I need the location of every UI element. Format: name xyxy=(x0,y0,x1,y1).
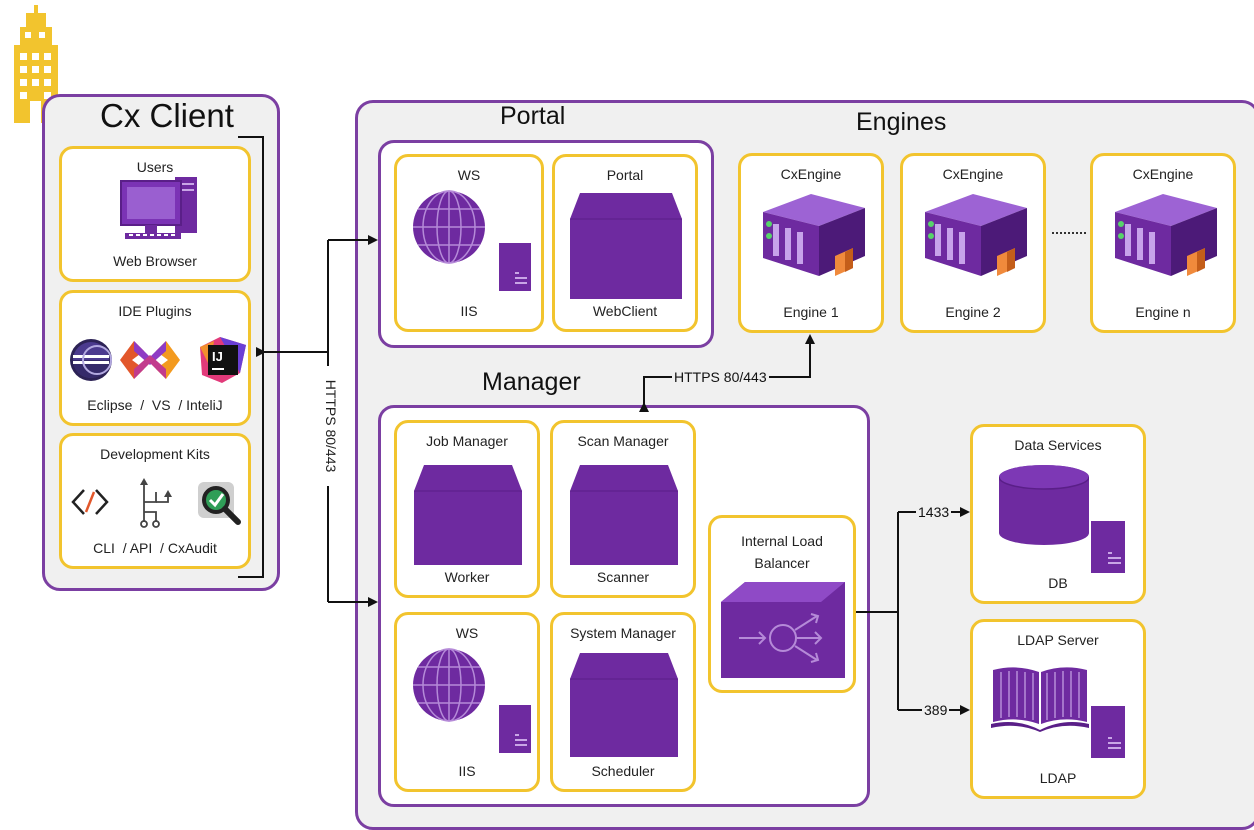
rack-server-icon xyxy=(1101,190,1231,280)
svg-text:IJ: IJ xyxy=(212,349,223,364)
engine-1-caption: Engine 1 xyxy=(783,304,839,320)
users-card: Users Web Browser xyxy=(59,146,251,282)
engines-ellipsis xyxy=(1052,232,1086,234)
client-https-text: HTTPS 80/443 xyxy=(323,366,339,486)
engine-n-title: CxEngine xyxy=(1132,166,1194,182)
server-tower-icon xyxy=(499,243,531,291)
engines-title: Engines xyxy=(856,108,947,136)
users-caption: Web Browser xyxy=(113,253,197,269)
manager-title: Manager xyxy=(482,368,581,396)
db-port-label: 1433 xyxy=(916,504,952,520)
manager-ws-card: WS IIS xyxy=(394,612,540,792)
eclipse-icon xyxy=(68,337,114,383)
engine-card-2: CxEngine Engine 2 xyxy=(900,153,1046,333)
portal-title: Portal xyxy=(500,102,566,130)
ide-plugins-caption: Eclipse / VS / InteliJ xyxy=(87,397,223,413)
manager-ws-title: WS xyxy=(455,625,479,641)
engine-n-caption: Engine n xyxy=(1135,304,1191,320)
api-tree-icon xyxy=(134,478,178,528)
load-balancer-title: Internal Load Balancer xyxy=(741,533,823,571)
portal-ws-caption: IIS xyxy=(460,303,478,319)
cx-client-title: Cx Client xyxy=(96,97,238,135)
manager-ws-caption: IIS xyxy=(458,763,476,779)
engine-1-title: CxEngine xyxy=(780,166,842,182)
engine-card-n: CxEngine Engine n xyxy=(1090,153,1236,333)
engine-https-label: HTTPS 80/443 xyxy=(672,369,769,385)
server-tower-icon xyxy=(1091,521,1125,573)
server-tower-icon xyxy=(499,705,531,753)
engine-2-title: CxEngine xyxy=(942,166,1004,182)
system-manager-title: System Manager xyxy=(570,625,676,641)
rack-server-icon xyxy=(911,190,1041,280)
server-box-icon xyxy=(570,193,682,299)
users-title: Users xyxy=(136,159,174,175)
intellij-icon: IJ xyxy=(200,337,246,383)
portal-web-card: Portal WebClient xyxy=(552,154,698,332)
portal-web-title: Portal xyxy=(606,167,644,183)
server-tower-icon xyxy=(1091,706,1125,758)
visual-studio-icon xyxy=(118,337,182,383)
job-manager-title: Job Manager xyxy=(426,433,508,449)
scan-manager-card: Scan Manager Scanner xyxy=(550,420,696,598)
globe-icon xyxy=(411,189,487,265)
scan-manager-caption: Scanner xyxy=(596,569,650,585)
cxaudit-icon xyxy=(196,480,244,526)
book-icon xyxy=(991,664,1089,732)
system-manager-card: System Manager Scheduler xyxy=(550,612,696,792)
portal-web-caption: WebClient xyxy=(592,303,658,319)
cli-code-icon xyxy=(70,484,110,520)
load-balancer-icon xyxy=(721,582,845,678)
development-kits-caption: CLI / API / CxAudit xyxy=(93,540,217,556)
ldap-server-card: LDAP Server LDAP xyxy=(970,619,1146,799)
ldap-port-label: 389 xyxy=(922,702,950,718)
computer-icon xyxy=(119,175,203,251)
system-manager-caption: Scheduler xyxy=(591,763,655,779)
database-icon xyxy=(999,465,1089,545)
development-kits-title: Development Kits xyxy=(100,446,210,462)
load-balancer-card: Internal Load Balancer xyxy=(708,515,856,693)
rack-server-icon xyxy=(749,190,879,280)
engine-card-1: CxEngine Engine 1 xyxy=(738,153,884,333)
ldap-server-caption: LDAP xyxy=(1039,770,1077,786)
portal-ws-card: WS IIS xyxy=(394,154,544,332)
server-box-icon xyxy=(570,465,678,565)
client-https-label: HTTPS 80/443 xyxy=(321,366,339,486)
job-manager-caption: Worker xyxy=(444,569,490,585)
data-services-card: Data Services DB xyxy=(970,424,1146,604)
ldap-server-title: LDAP Server xyxy=(1017,632,1099,648)
globe-icon xyxy=(411,647,487,723)
ide-plugins-title: IDE Plugins xyxy=(118,303,192,319)
development-kits-card: Development Kits xyxy=(59,433,251,569)
server-box-icon xyxy=(414,465,522,565)
job-manager-card: Job Manager Worker xyxy=(394,420,540,598)
portal-ws-title: WS xyxy=(457,167,481,183)
server-box-icon xyxy=(570,653,678,757)
engine-2-caption: Engine 2 xyxy=(945,304,1001,320)
ide-plugins-card: IDE Plugins IJ Eclipse / VS / Inteli xyxy=(59,290,251,426)
scan-manager-title: Scan Manager xyxy=(577,433,669,449)
data-services-title: Data Services xyxy=(1014,437,1102,453)
client-bracket-line xyxy=(238,136,264,578)
data-services-caption: DB xyxy=(1048,575,1068,591)
